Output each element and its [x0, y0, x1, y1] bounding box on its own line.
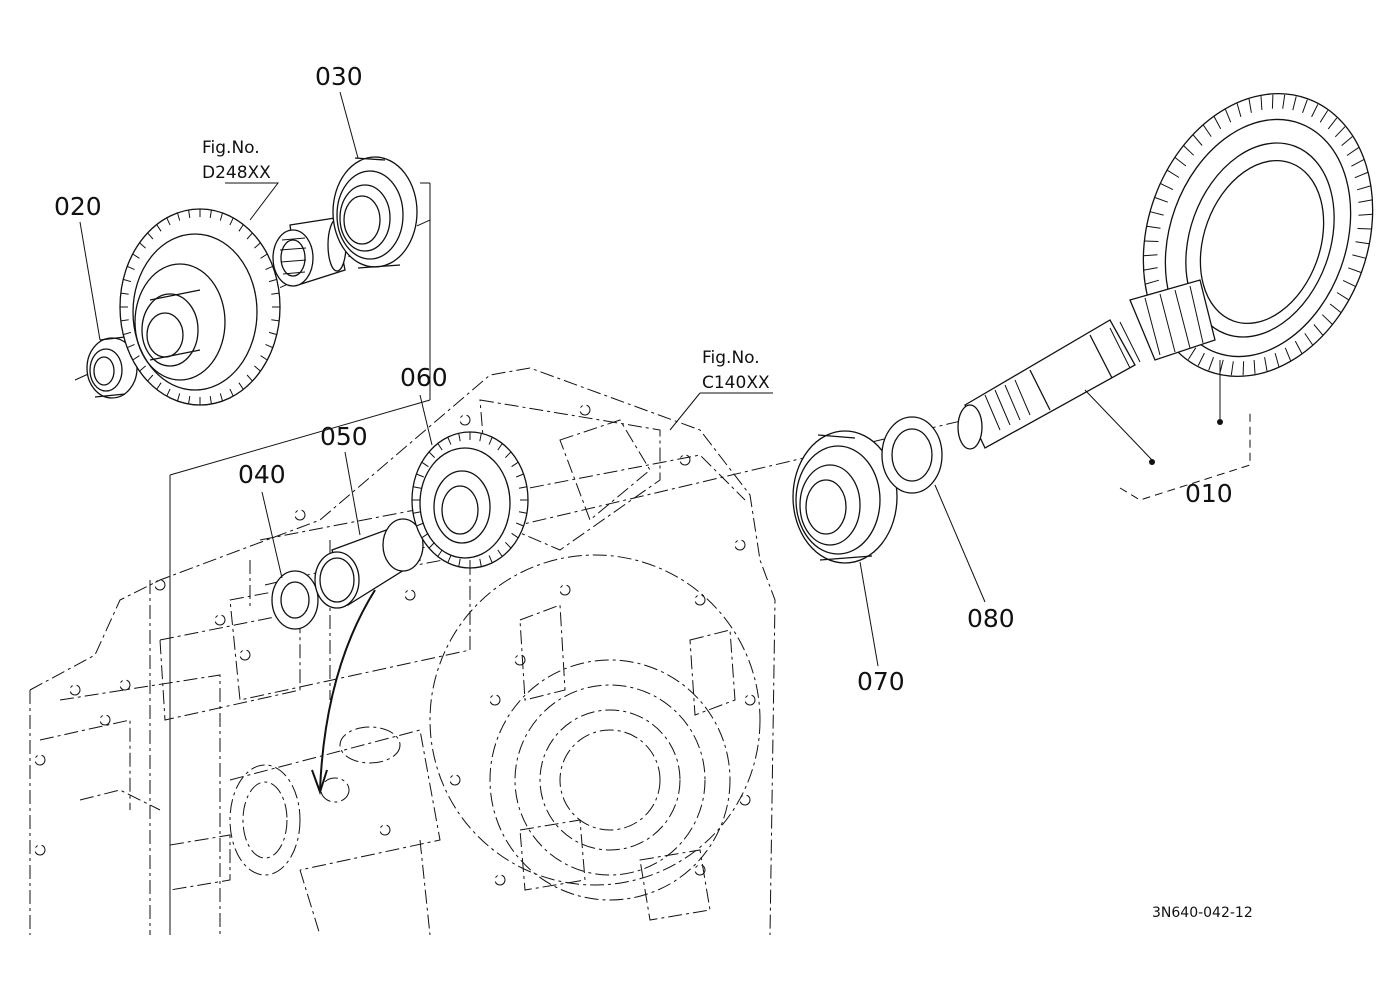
part-060-gear[interactable]: [411, 431, 529, 569]
label-040: 040: [238, 460, 286, 489]
label-020: 020: [54, 192, 102, 221]
reference-gear-d248: [119, 208, 281, 406]
fig-ref-d248-code: D248XX: [202, 163, 271, 183]
part-050-collar[interactable]: [314, 518, 424, 609]
part-070-bearing[interactable]: [792, 430, 898, 564]
gear-tooth-lines: [120, 209, 280, 405]
label-030: 030: [315, 62, 363, 91]
label-070: 070: [857, 667, 905, 696]
label-050: 050: [320, 422, 368, 451]
part-020-bearing[interactable]: [86, 336, 138, 399]
label-010: 010: [1185, 479, 1233, 508]
label-080: 080: [967, 604, 1015, 633]
part-080-shim[interactable]: [881, 416, 943, 494]
part-040-washer[interactable]: [271, 570, 319, 630]
drawing-code: 3N640-042-12: [1152, 905, 1253, 921]
part-030-bearing[interactable]: [332, 156, 418, 269]
fig-ref-d248-prefix: Fig.No.: [202, 138, 260, 158]
gear-tooth-lines: [412, 432, 528, 568]
needle-sleeve: [272, 217, 347, 287]
transmission-case: [29, 367, 776, 936]
fig-ref-c140-code: C140XX: [702, 373, 770, 393]
label-060: 060: [400, 363, 448, 392]
fig-ref-c140-prefix: Fig.No.: [702, 348, 760, 368]
part-010-bevel-gear-set[interactable]: [957, 61, 1380, 465]
leader-lines: [79, 91, 1221, 667]
part-labels: 010 020 030 040 050 060 070 080 Fig.No. …: [54, 62, 1253, 921]
